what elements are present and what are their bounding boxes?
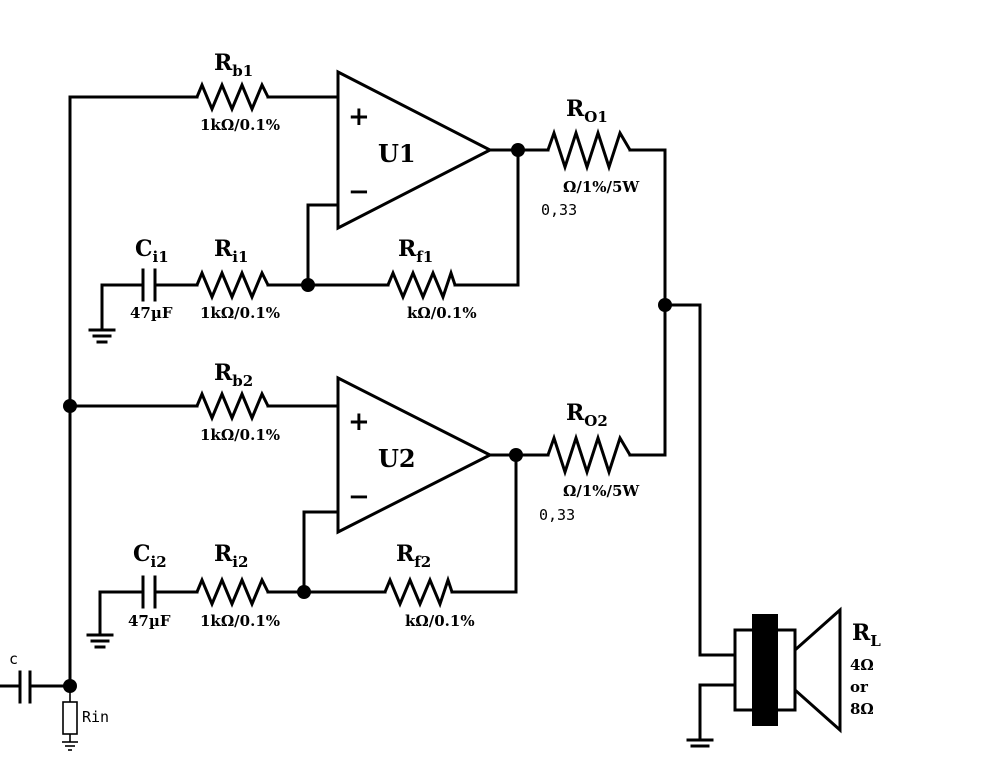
u1-feedback-input-wire <box>306 203 340 287</box>
rf1-label: Rf1 <box>398 236 433 266</box>
speaker-icon <box>733 606 842 734</box>
ci1-value: 47µF <box>130 304 173 322</box>
u2-label: U2 <box>378 444 416 473</box>
rb2-value: 1kΩ/0.1% <box>200 426 280 444</box>
ro2-value: Ω/1%/5W <box>563 482 640 500</box>
ground-symbol-1 <box>88 328 116 344</box>
u2-minus-sign: − <box>348 482 370 512</box>
junction-ri2-rf2 <box>297 585 311 599</box>
ri2-label: Ri2 <box>214 541 248 571</box>
ri2-resistor <box>195 576 270 608</box>
rf1-resistor <box>386 268 457 302</box>
ri2-value: 1kΩ/0.1% <box>200 612 280 630</box>
u1-minus-sign: − <box>348 177 370 207</box>
ci1-capacitor <box>141 268 157 302</box>
ri1-resistor <box>195 269 270 301</box>
ro1-resistor <box>546 128 632 172</box>
rb1-value: 1kΩ/0.1% <box>200 116 280 134</box>
u1-label: U1 <box>378 139 416 168</box>
rf2-label: Rf2 <box>396 541 431 571</box>
u1-plus-sign: + <box>348 102 370 132</box>
junction-ri1-rf1 <box>301 278 315 292</box>
rl-value-8ohm: 8Ω <box>850 700 874 718</box>
input-capacitor <box>18 670 32 704</box>
ci2-value: 47µF <box>128 612 171 630</box>
rb1-label: Rb1 <box>214 50 253 80</box>
u2-plus-sign: + <box>348 407 370 437</box>
ground-symbol-3 <box>686 738 714 748</box>
rl-value-4ohm: 4Ω <box>850 656 874 674</box>
u2-feedback-input-wire <box>302 510 340 594</box>
ro1-value: Ω/1%/5W <box>563 178 640 196</box>
ri1-value: 1kΩ/0.1% <box>200 304 280 322</box>
ro2-extra-value: 0,33 <box>539 506 575 524</box>
ro1-label: RO1 <box>566 96 608 126</box>
ci1-ground-wire <box>100 148 520 332</box>
ci2-ground-wire <box>98 453 518 637</box>
ci2-capacitor <box>141 575 157 609</box>
ro2-label: RO2 <box>566 400 608 430</box>
ground-symbol-2 <box>86 633 114 649</box>
ro1-extra-value: 0,33 <box>541 201 577 219</box>
rb1-resistor <box>195 81 270 113</box>
rf2-resistor <box>383 575 454 609</box>
rb2-resistor <box>195 390 270 422</box>
rf2-value: kΩ/0.1% <box>405 612 475 630</box>
rin-resistor <box>62 686 78 751</box>
ci1-label: Ci1 <box>135 236 169 266</box>
speaker-feed-wire <box>663 303 737 657</box>
ri1-label: Ri1 <box>214 236 248 266</box>
input-capacitor-label: c <box>9 650 18 668</box>
speaker-return-wire <box>698 683 737 742</box>
opamp-u2 <box>336 375 494 535</box>
rf1-value: kΩ/0.1% <box>407 304 477 322</box>
rl-value-or: or <box>850 678 869 696</box>
opamp-u1 <box>336 69 494 231</box>
rl-label: RL <box>852 620 881 650</box>
rb2-label: Rb2 <box>214 360 253 390</box>
rin-label: Rin <box>82 708 109 726</box>
ci2-label: Ci2 <box>133 541 167 571</box>
ro2-resistor <box>546 433 632 477</box>
